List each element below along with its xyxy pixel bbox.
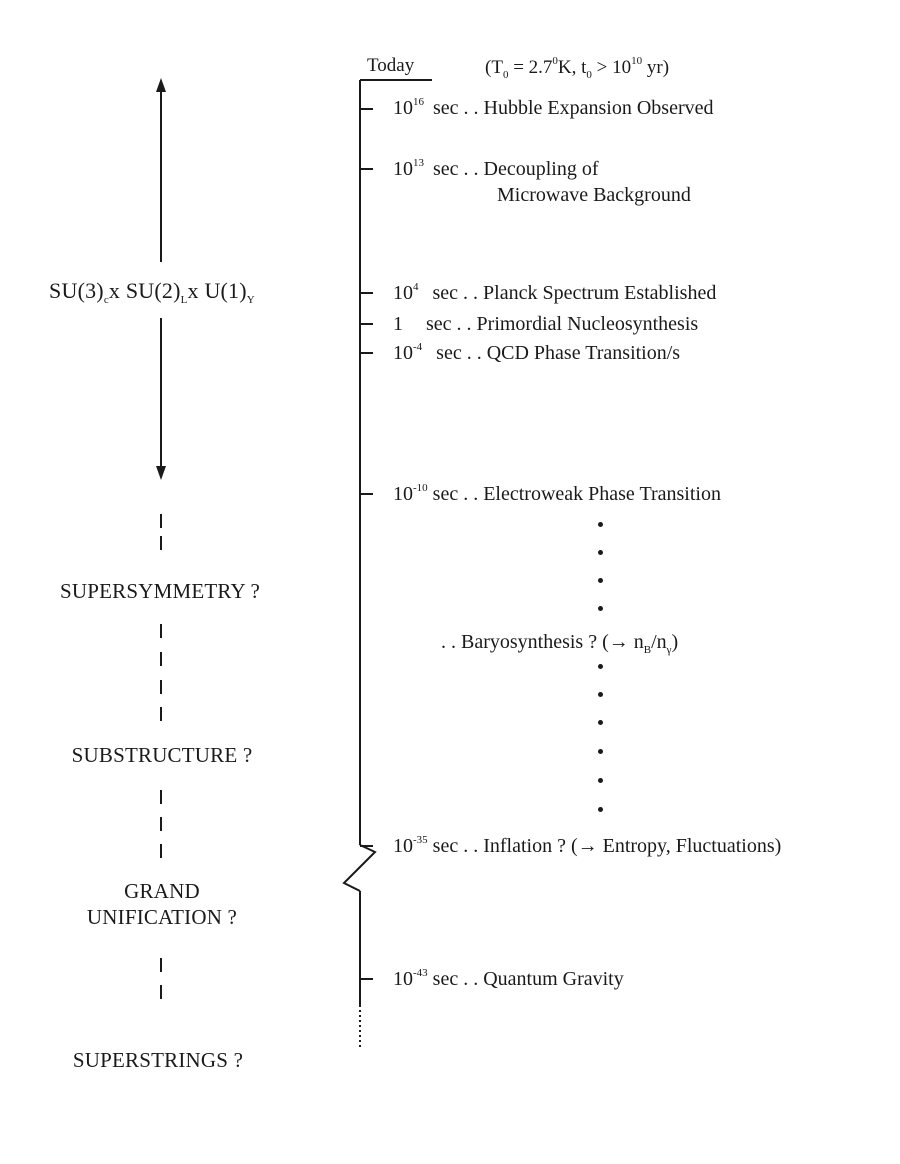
era-grand-unification-line1: GRAND	[124, 879, 200, 903]
ellipsis-dot	[598, 778, 603, 783]
ellipsis-dot	[598, 578, 603, 583]
today-label: Today	[367, 55, 415, 76]
event-quantum-gravity: 10-43 sec . . Quantum Gravity	[393, 967, 624, 990]
arrow-down-head	[156, 466, 166, 480]
era-substructure: SUBSTRUCTURE ?	[71, 743, 253, 767]
axis-break	[342, 844, 377, 892]
ellipsis-dot	[598, 664, 603, 669]
ellipsis-dot	[598, 720, 603, 725]
ellipsis-dot	[598, 749, 603, 754]
event-hubble: 1016 sec . . Hubble Expansion Observed	[393, 96, 714, 119]
era-standard-model: SU(3)cx SU(2)Lx U(1)Y	[49, 278, 255, 306]
event-decoupling-line2: Microwave Background	[497, 184, 691, 206]
era-grand-unification-line2: UNIFICATION ?	[86, 905, 238, 929]
ellipsis-dot	[598, 606, 603, 611]
ellipsis-dot	[598, 550, 603, 555]
event-nucleosynthesis: 1 sec . . Primordial Nucleosynthesis	[393, 313, 699, 335]
ellipsis-dot	[598, 522, 603, 527]
event-electroweak: 10-10 sec . . Electroweak Phase Transiti…	[393, 482, 721, 505]
ellipsis-dot	[598, 807, 603, 812]
event-inflation: 10-35 sec . . Inflation ? (→ Entropy, Fl…	[393, 834, 782, 857]
era-supersymmetry: SUPERSYMMETRY ?	[59, 579, 261, 603]
era-superstrings: SUPERSTRINGS ?	[72, 1048, 244, 1072]
present-conditions: (T0 = 2.70K, t0 > 1010 yr)	[485, 55, 670, 81]
event-qcd: 10-4 sec . . QCD Phase Transition/s	[393, 341, 681, 364]
event-planck: 104 sec . . Planck Spectrum Established	[393, 281, 717, 304]
event-decoupling: 1013 sec . . Decoupling of	[393, 157, 599, 180]
arrow-up-head	[156, 78, 166, 92]
event-baryosynthesis: . . Baryosynthesis ? (→ nB/nγ)	[441, 631, 679, 656]
ellipsis-dot	[598, 692, 603, 697]
